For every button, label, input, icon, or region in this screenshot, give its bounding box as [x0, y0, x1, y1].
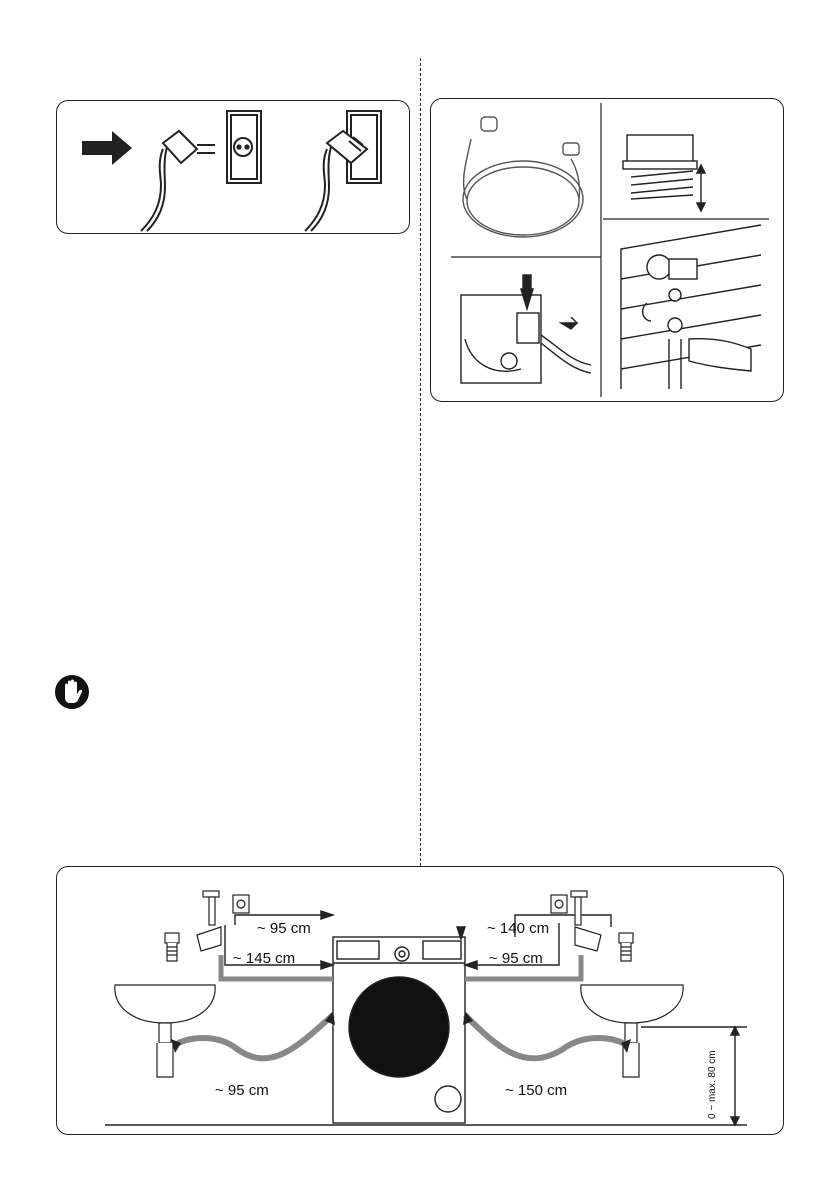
- installation-panel: ~ 95 cm ~ 145 cm ~ 140 cm ~ 95 cm ~ 95 c…: [56, 866, 784, 1135]
- right-bolt-icon: [618, 932, 634, 962]
- left-socket-length: ~ 95 cm: [257, 920, 311, 937]
- plug-illustration: [82, 110, 382, 232]
- inlet-hose-icon: [462, 116, 584, 238]
- left-socket-icon: [232, 894, 250, 914]
- tap-connection-icon: [620, 224, 762, 389]
- left-tap-line: [224, 925, 323, 966]
- left-sink-icon: [114, 984, 216, 1078]
- right-sink-icon: [580, 984, 684, 1078]
- plug-panel: [56, 100, 410, 234]
- left-socket-line: [234, 914, 323, 925]
- right-tap-line: [514, 914, 612, 937]
- installation-illustration: [105, 890, 747, 1127]
- right-socket-line: [465, 923, 560, 966]
- left-drain-length: ~ 95 cm: [215, 1082, 269, 1099]
- thread-icon: [622, 134, 707, 213]
- right-socket-icon: [550, 894, 568, 914]
- right-socket-length: ~ 95 cm: [489, 950, 543, 967]
- right-tap-icon: [570, 890, 602, 952]
- left-bolt-icon: [164, 932, 180, 962]
- washing-machine-icon: [332, 936, 466, 1124]
- drain-height-label: 0 ~ max. 80 cm: [707, 1050, 718, 1119]
- hose-illustration: [451, 103, 769, 397]
- right-arrow-icon: [82, 131, 132, 165]
- column-divider: [420, 58, 421, 866]
- hose-panel: [430, 98, 784, 402]
- hose-clip-icon: [460, 274, 592, 384]
- right-drain-length: ~ 150 cm: [505, 1082, 568, 1099]
- plug-inserted-icon: [304, 110, 382, 232]
- height-dimension: [641, 1025, 747, 1127]
- socket-icon: [226, 110, 262, 184]
- left-tap-icon: [196, 890, 222, 952]
- left-tap-length: ~ 145 cm: [233, 950, 296, 967]
- right-tap-length: ~ 140 cm: [487, 920, 550, 937]
- stop-hand-icon: [54, 674, 90, 710]
- plug-icon: [140, 129, 215, 232]
